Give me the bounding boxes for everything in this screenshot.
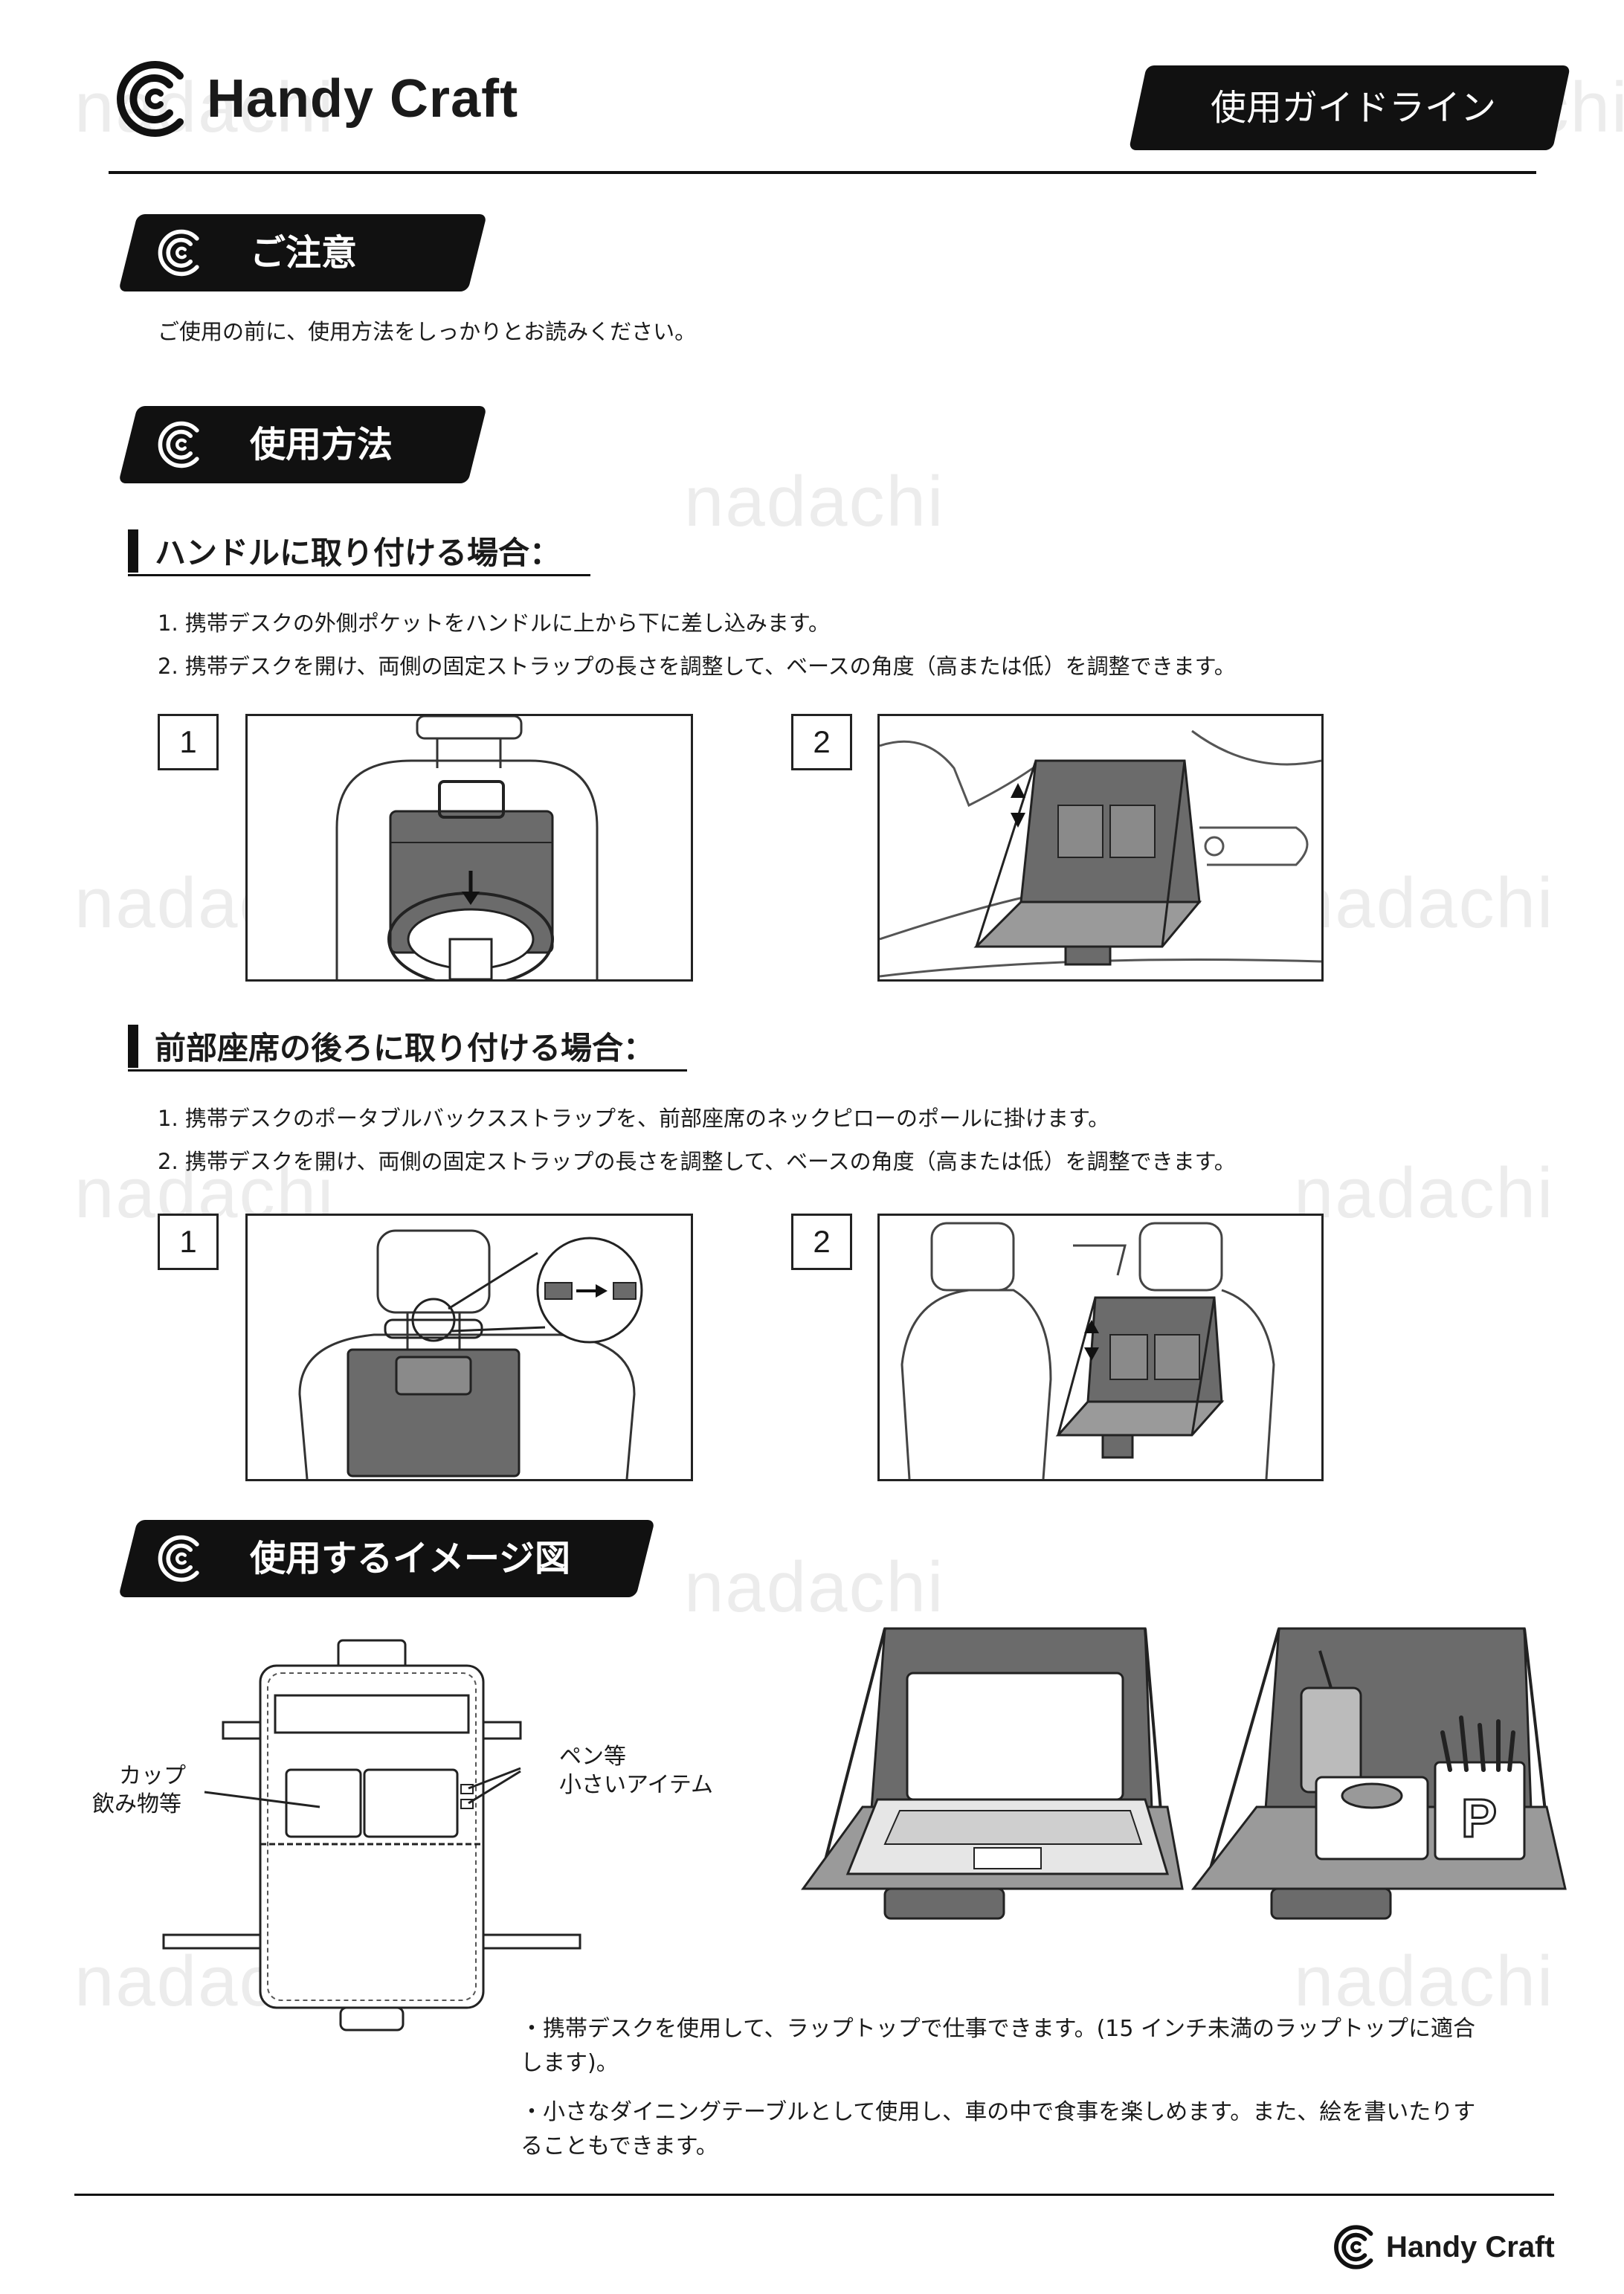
brand-name: Handy Craft [207, 69, 519, 129]
steering-step-2: 2. 携帯デスクを開け、両側の固定ストラップの長さを調整して、ベースの角度（高ま… [158, 654, 1236, 679]
seat-step-2: 2. 携帯デスクを開け、両側の固定ストラップの長さを調整して、ベースの角度（高ま… [158, 1149, 1236, 1174]
section-title-image: 使用するイメージ図 [250, 1538, 571, 1579]
dining-usage-illustration: P [1190, 1627, 1567, 1920]
subheading-steering-text: ハンドルに取り付ける場合： [155, 535, 561, 571]
callout-cup-line-1: カップ [119, 1763, 186, 1789]
usage-note-1-line-1: ・携帯デスクを使用して、ラップトップで仕事できます。(15 インチ未満のラップト… [521, 2016, 1476, 2042]
figure-steering-1 [245, 714, 693, 982]
figure-seat-1 [245, 1214, 693, 1481]
steering-step-1: 1. 携帯デスクの外側ポケットをハンドルに上から下に差し込みます。 [158, 610, 830, 636]
callout-cup-line-2: 飲み物等 [92, 1791, 181, 1817]
brand-footer: Handy Craft [1331, 2223, 1555, 2271]
seat-step-1: 1. 携帯デスクのポータブルバックスストラップを、前部座席のネックピローのポール… [158, 1106, 1110, 1131]
steering-wheel-illustration [335, 716, 599, 979]
figure-seat-2 [877, 1214, 1324, 1481]
brand-logo-icon [117, 61, 184, 137]
subheading-seat: 前部座席の後ろに取り付ける場合： [128, 1023, 654, 1069]
watermark: nadachi [684, 1547, 945, 1627]
laptop-usage-illustration [801, 1627, 1184, 1920]
watermark: nadachi [1294, 1942, 1555, 2021]
figure-number: 1 [158, 714, 219, 770]
caution-text: ご使用の前に、使用方法をしっかりとお読みください。 [158, 319, 697, 344]
watermark: nadachi [684, 462, 945, 541]
subheading-underline [128, 574, 590, 576]
subheading-seat-text: 前部座席の後ろに取り付ける場合： [155, 1030, 655, 1066]
seat-desk-open-illustration [900, 1222, 1275, 1479]
figure-steering-2 [877, 714, 1324, 982]
usage-note-1-line-2: します)。 [521, 2050, 619, 2076]
brand-logo-icon [1334, 2225, 1373, 2269]
figure-number: 2 [791, 1214, 852, 1270]
usage-note-2-line-1: ・小さなダイニングテーブルとして使用し、車の中で食事を楽しめます。また、絵を書い… [521, 2099, 1476, 2125]
callout-pen-line-1: ペン等 [559, 1744, 626, 1770]
figure-number: 2 [791, 714, 852, 770]
section-logo-icon [158, 421, 199, 468]
section-title-caution: ご注意 [250, 232, 358, 274]
subheading-bar [128, 1024, 138, 1068]
header-divider [109, 171, 1536, 174]
subheading-underline [128, 1069, 687, 1072]
steering-desk-open-illustration [880, 729, 1321, 978]
product-diagram [162, 1639, 581, 2032]
subheading-steering: ハンドルに取り付ける場合： [128, 528, 561, 573]
usage-note-2-line-2: ることもできます。 [521, 2133, 718, 2159]
seat-strap-illustration [298, 1229, 643, 1479]
figure-number: 1 [158, 1214, 219, 1270]
watermark: nadachi [74, 68, 335, 147]
footer-divider [74, 2194, 1554, 2196]
callout-pen-line-2: 小さいアイテム [559, 1772, 713, 1798]
section-logo-icon [158, 1535, 199, 1582]
watermark: nadachi [1294, 863, 1555, 943]
doc-tag-title: 使用ガイドライン [1210, 87, 1496, 129]
watermark: nadachi [1294, 1153, 1555, 1233]
section-title-usage: 使用方法 [250, 424, 393, 465]
brand-header: Handy Craft [112, 58, 518, 140]
p-logo-icon: P [1461, 1789, 1497, 1849]
subheading-bar [128, 529, 138, 573]
section-logo-icon [158, 229, 199, 277]
footer-brand-name: Handy Craft [1386, 2230, 1555, 2264]
